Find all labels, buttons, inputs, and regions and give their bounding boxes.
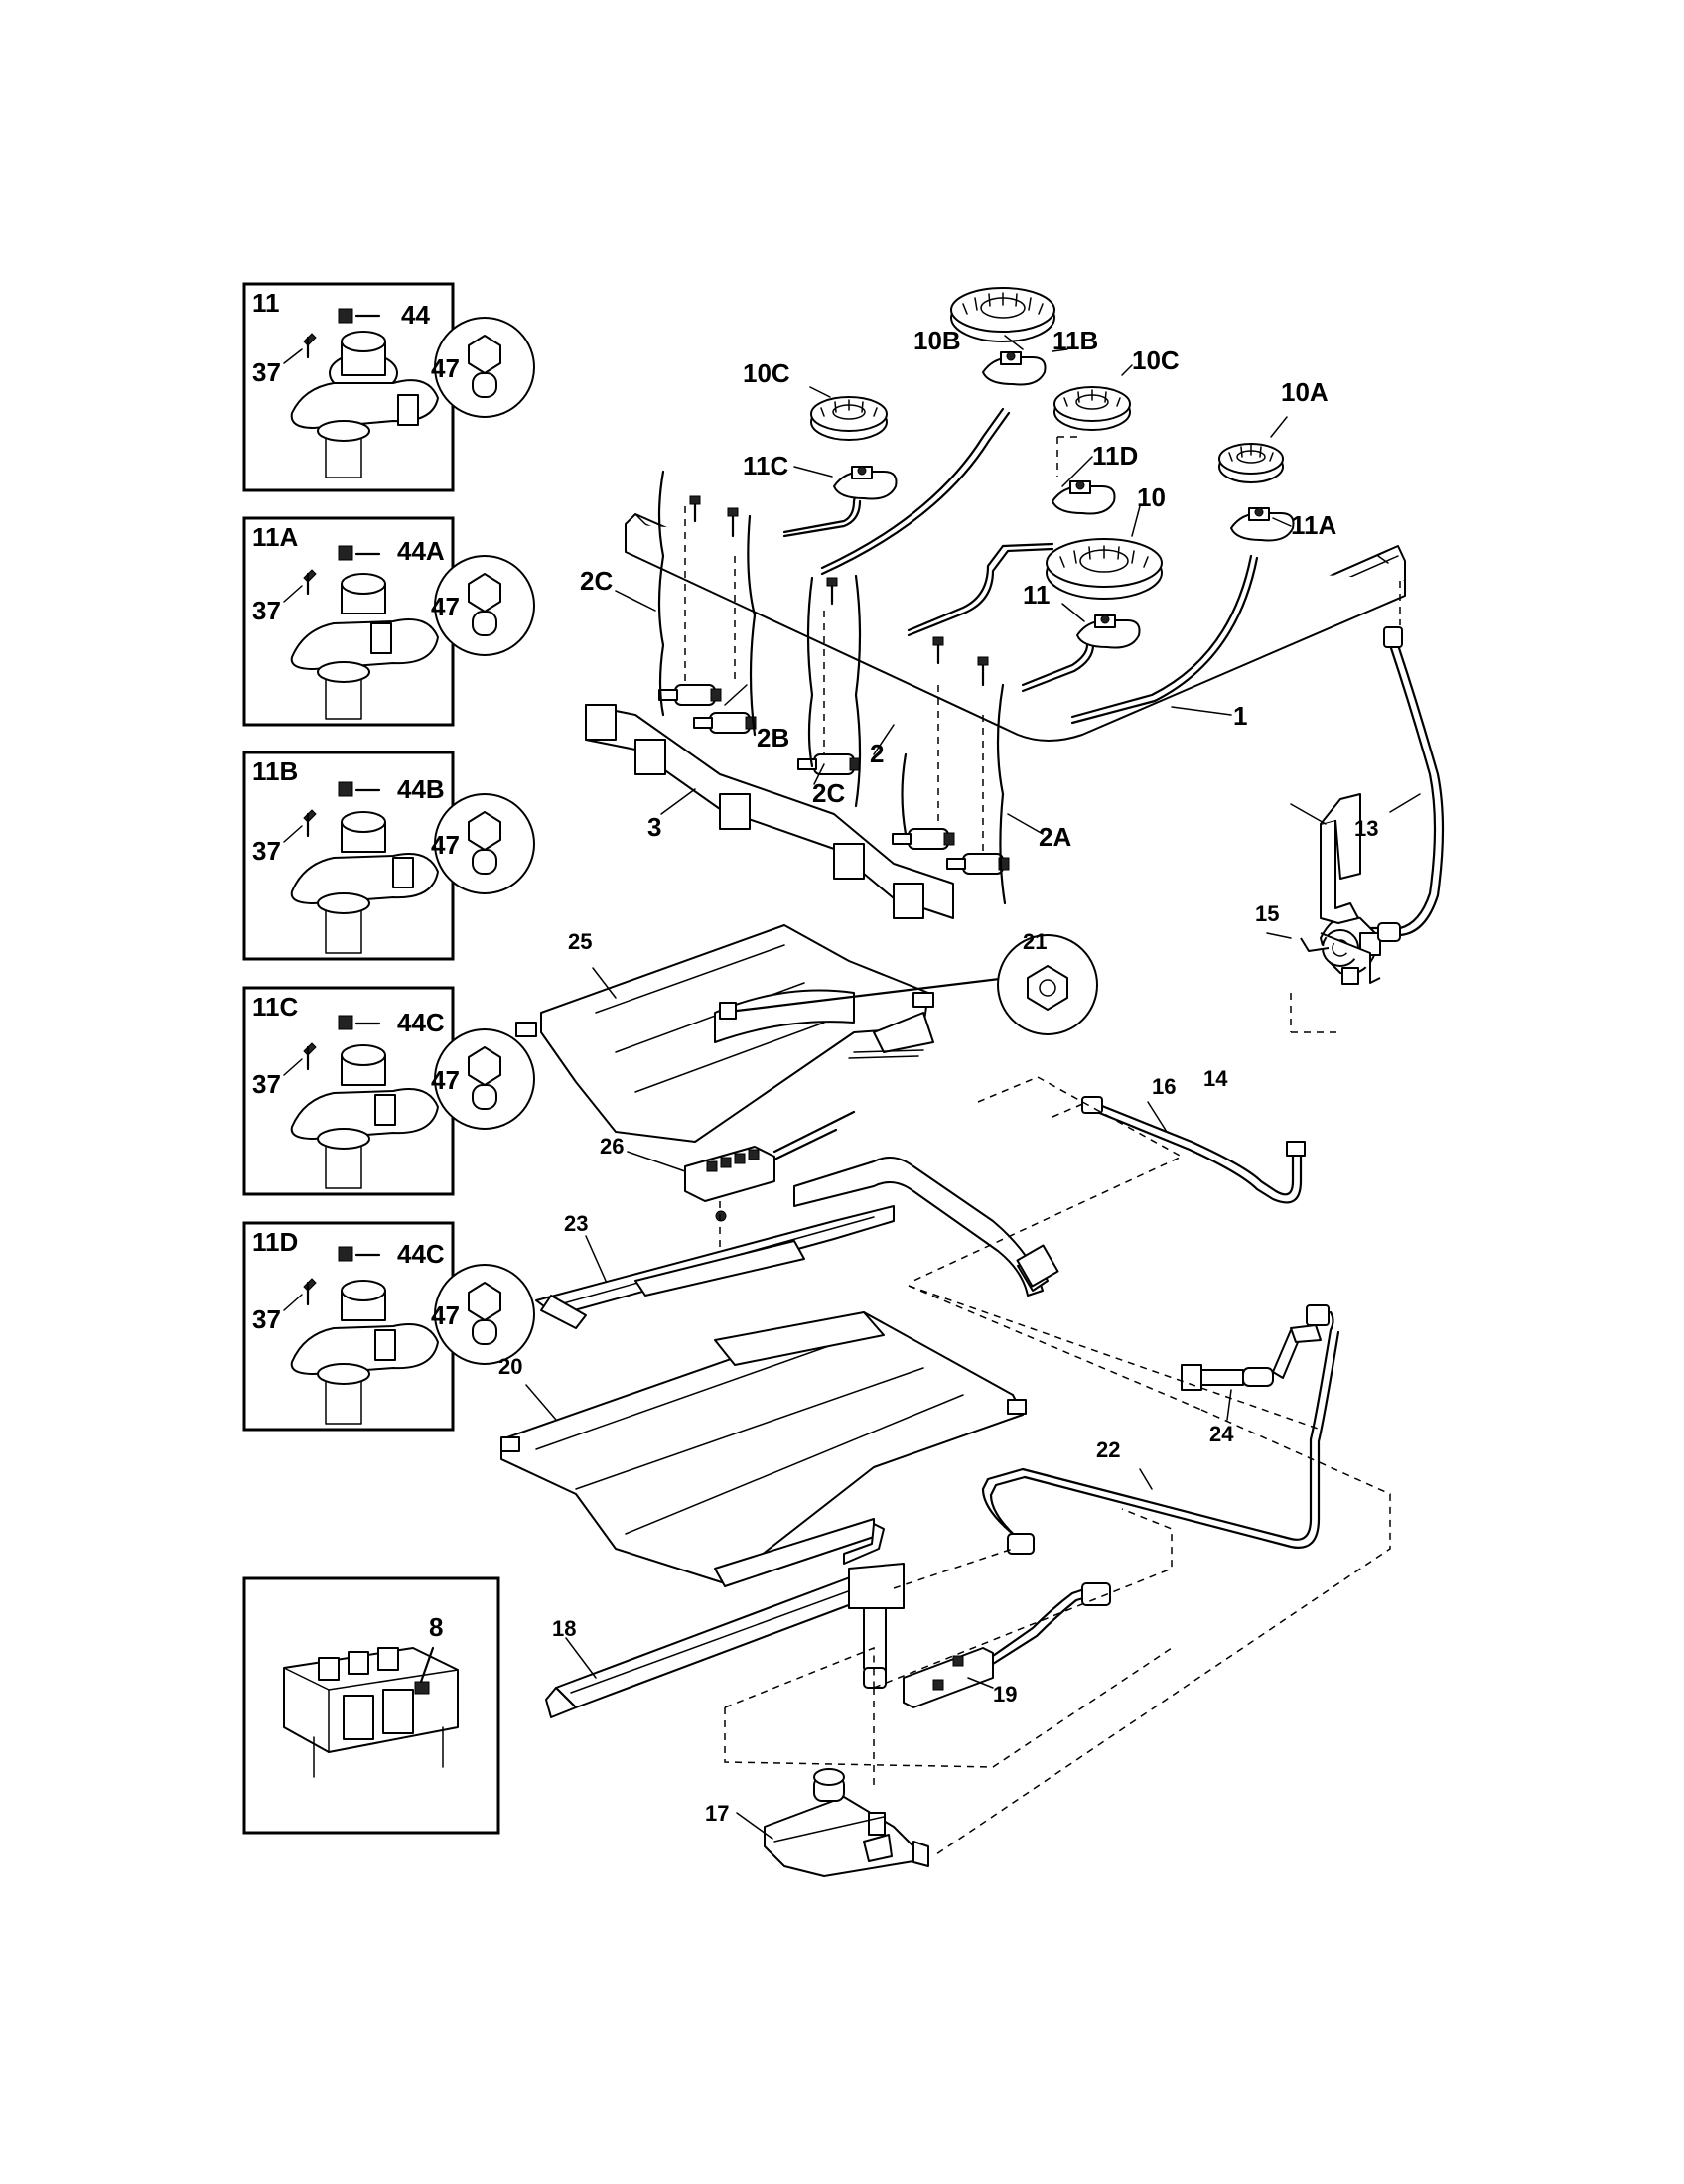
inset-11a-orifice-label: 47 <box>431 592 460 621</box>
inset-11: 11 44 37 47 <box>242 282 535 492</box>
callout-19: 19 <box>993 1682 1017 1706</box>
burner-valves <box>658 684 1010 875</box>
inset-11c-nut-label: 44C <box>397 1008 445 1037</box>
callout-22: 22 <box>1096 1437 1120 1462</box>
inset-11c: 11C 44C 37 47 <box>242 986 535 1196</box>
inset-11d: 11D 44C 37 47 <box>242 1221 535 1432</box>
inset-11-nut-label: 44 <box>401 300 430 330</box>
burner-frame <box>625 513 1406 742</box>
callout-11: 11 <box>1023 580 1051 610</box>
inset-11c-screw-label: 37 <box>252 1069 281 1099</box>
oven-tube-22 <box>981 1304 1340 1555</box>
inset-8-label: 8 <box>429 1612 443 1642</box>
inset-11b-nut-label: 44B <box>397 774 445 804</box>
callout-10: 10 <box>1137 482 1166 512</box>
callout-11c: 11C <box>743 451 788 480</box>
inset-11a-label: 11A <box>252 522 298 552</box>
shield-25 <box>515 924 1098 1143</box>
tube-16 <box>1052 1096 1306 1204</box>
inset-11d-screw-label: 37 <box>252 1304 281 1334</box>
callout-labels: 10B 11B 10C 10C 10A 11C 11D 10 11A 11 2C… <box>498 326 1378 1826</box>
orifice-24 <box>1181 1324 1322 1391</box>
callout-16: 16 <box>1152 1074 1176 1099</box>
inset-11-orifice-label: 47 <box>431 353 460 383</box>
inset-11d-label: 11D <box>252 1227 298 1257</box>
bake-burner-18 <box>545 1523 905 1718</box>
callout-2b: 2B <box>757 723 789 752</box>
tube-13 <box>1358 581 1445 937</box>
inset-11d-orifice-label: 47 <box>431 1300 460 1330</box>
inset-11c-orifice-label: 47 <box>431 1065 460 1095</box>
inset-11c-label: 11C <box>252 992 298 1022</box>
callout-25: 25 <box>568 929 592 954</box>
burner-heads <box>810 287 1284 600</box>
inset-11a-screw-label: 37 <box>252 596 281 625</box>
inset-11-label: 11 <box>252 288 280 318</box>
callout-11a: 11A <box>1291 510 1336 540</box>
inset-11-screw-label: 37 <box>252 357 281 387</box>
regulator <box>1300 914 1401 985</box>
inset-11b-screw-label: 37 <box>252 836 281 866</box>
callout-leaders <box>525 335 1421 1840</box>
callout-3: 3 <box>647 812 661 842</box>
callout-24: 24 <box>1209 1422 1234 1446</box>
callout-2a: 2A <box>1039 822 1071 852</box>
ignitor-wires <box>657 470 1007 905</box>
inset-11b-label: 11B <box>252 756 298 786</box>
callout-14: 14 <box>1203 1066 1228 1091</box>
bracket-15 <box>1290 793 1361 1033</box>
callout-10a: 10A <box>1281 377 1329 407</box>
callout-18: 18 <box>552 1616 576 1641</box>
igniter-19 <box>893 1548 1111 1708</box>
spark-module-26 <box>684 1110 856 1202</box>
callout-2c-top: 2C <box>580 566 613 596</box>
callout-20: 20 <box>498 1354 522 1379</box>
callout-23: 23 <box>564 1211 588 1236</box>
shield-20 <box>500 1311 1027 1587</box>
assembly-lines <box>724 1076 1391 1857</box>
callout-1: 1 <box>1233 701 1247 731</box>
inset-11a: 11A 44A 37 47 <box>242 516 535 727</box>
callout-17: 17 <box>705 1801 729 1826</box>
callout-10c-left: 10C <box>743 358 790 388</box>
callout-2c-bottom: 2C <box>812 778 845 808</box>
inset-11d-nut-label: 44C <box>397 1239 445 1269</box>
manifold-rail <box>585 704 954 919</box>
screws <box>689 495 989 687</box>
callout-10b: 10B <box>913 326 961 355</box>
callout-15: 15 <box>1255 901 1279 926</box>
inset-11b-orifice-label: 47 <box>431 830 460 860</box>
burner-bases <box>833 351 1295 649</box>
callout-21: 21 <box>1023 929 1047 954</box>
inset-11a-nut-label: 44A <box>397 536 445 566</box>
inset-8: 8 <box>242 1576 500 1835</box>
oven-burner-23 <box>535 1157 1059 1329</box>
callout-13: 13 <box>1354 816 1378 841</box>
callout-10c-right: 10C <box>1132 345 1180 375</box>
gas-tubes <box>782 407 1259 725</box>
callout-26: 26 <box>600 1134 624 1159</box>
callout-2: 2 <box>870 739 884 768</box>
callout-11b: 11B <box>1052 326 1098 355</box>
safety-valve-17 <box>764 1768 929 1877</box>
inset-11b: 11B 44B 37 47 <box>242 751 535 961</box>
callout-11d: 11D <box>1092 441 1138 471</box>
